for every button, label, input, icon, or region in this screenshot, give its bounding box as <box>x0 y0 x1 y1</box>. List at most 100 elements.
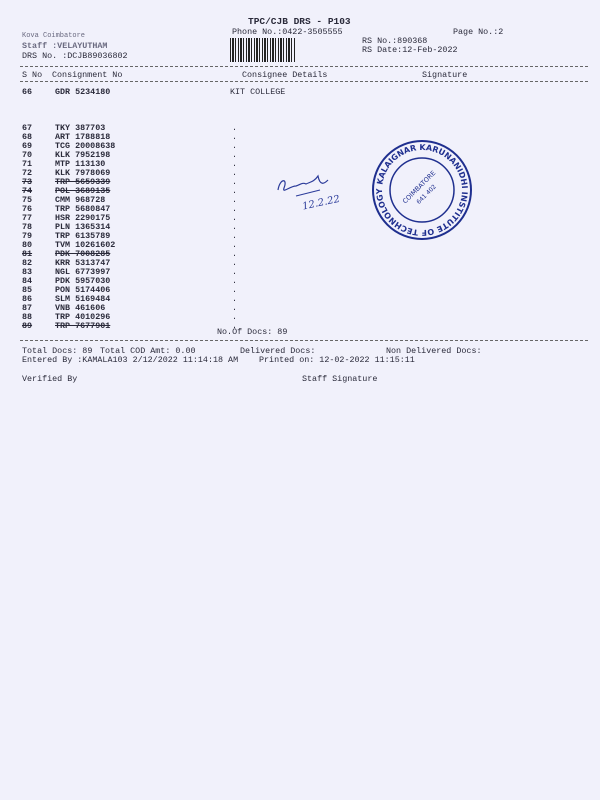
delivered-docs: Delivered Docs: <box>240 346 316 356</box>
col-sno: S No <box>22 70 43 80</box>
row-marker: . <box>232 150 238 160</box>
row-consignment: KLK 7952198 <box>55 150 111 160</box>
row-consignment: SLM 5169484 <box>55 294 111 304</box>
row-sno: 84 <box>22 276 33 286</box>
row-consignment: TKY 387703 <box>55 123 106 133</box>
row-sno: 89 <box>22 321 33 331</box>
verified-by: Verified By <box>22 374 78 384</box>
row-sno: 72 <box>22 168 33 178</box>
row-sno: 79 <box>22 231 33 241</box>
row-consignment: PON 5174406 <box>55 285 111 295</box>
first-row-consignment: GDR 5234180 <box>55 87 111 97</box>
staff-signature: Staff Signature <box>302 374 378 384</box>
table-row: 87 VNB 461606. <box>0 303 300 313</box>
row-marker: . <box>232 321 238 331</box>
row-marker: . <box>232 186 238 196</box>
row-consignment: TRP 7677901 <box>55 321 111 331</box>
row-marker: . <box>232 204 238 214</box>
rs-date: RS Date:12-Feb-2022 <box>362 45 458 55</box>
row-consignment: PLN 1365314 <box>55 222 111 232</box>
row-marker: . <box>232 303 238 313</box>
row-consignment: PDK 7008285 <box>55 249 111 259</box>
row-marker: . <box>232 240 238 250</box>
document-title: TPC/CJB DRS - P103 <box>248 16 351 27</box>
divider <box>20 340 588 341</box>
row-consignment: PDK 5957030 <box>55 276 111 286</box>
row-sno: 83 <box>22 267 33 277</box>
row-consignment: HSR 2290175 <box>55 213 111 223</box>
row-marker: . <box>232 312 238 322</box>
phone-number: Phone No.:0422-3505555 <box>232 27 343 37</box>
row-marker: . <box>232 177 238 187</box>
first-row-sno: 66 <box>22 87 33 97</box>
total-docs: Total Docs: 89 <box>22 346 93 356</box>
row-sno: 86 <box>22 294 33 304</box>
row-consignment: POL 3689135 <box>55 186 111 196</box>
divider <box>20 81 588 82</box>
row-marker: . <box>232 222 238 232</box>
signature-date: 12.2.22 <box>301 194 341 213</box>
row-consignment: CMM 968728 <box>55 195 106 205</box>
row-sno: 74 <box>22 186 33 196</box>
row-consignment: VNB 461606 <box>55 303 106 313</box>
branch-line: Kova Coimbatore <box>22 32 86 40</box>
entered-by: Entered By :KAMALA103 2/12/2022 11:14:18… <box>22 355 239 365</box>
table-row: 83 NGL 6773997. <box>0 267 300 277</box>
row-marker: . <box>232 294 238 304</box>
table-row: 68 ART 1788818. <box>0 132 300 142</box>
row-sno: 71 <box>22 159 33 169</box>
table-row: 74 POL 3689135. <box>0 186 300 196</box>
row-sno: 87 <box>22 303 33 313</box>
row-sno: 80 <box>22 240 33 250</box>
divider <box>20 66 588 67</box>
row-marker: . <box>232 132 238 142</box>
row-sno: 70 <box>22 150 33 160</box>
row-sno: 77 <box>22 213 33 223</box>
row-sno: 69 <box>22 141 33 151</box>
row-consignment: TRP 5680847 <box>55 204 111 214</box>
row-marker: . <box>232 195 238 205</box>
col-consignment: Consignment No <box>52 70 123 80</box>
row-sno: 67 <box>22 123 33 133</box>
col-signature: Signature <box>422 70 468 80</box>
row-marker: . <box>232 267 238 277</box>
row-consignment: TRP 6135789 <box>55 231 111 241</box>
rs-number: RS No.:890368 <box>362 36 428 46</box>
staff-name: Staff :VELAYUTHAM <box>22 41 108 51</box>
first-row-consignee: KIT COLLEGE <box>230 87 286 97</box>
table-row: 75 CMM 968728. <box>0 195 300 205</box>
row-consignment: TRP 4010296 <box>55 312 111 322</box>
row-consignment: ART 1788818 <box>55 132 111 142</box>
col-consignee: Consignee Details <box>242 70 328 80</box>
row-consignment: KRR 5313747 <box>55 258 111 268</box>
table-row: 73 TRP 5659339. <box>0 177 300 187</box>
no-of-docs: No.Of Docs: 89 <box>217 327 288 337</box>
printed-on: Printed on: 12-02-2022 11:15:11 <box>259 355 415 365</box>
table-row: 86 SLM 5169484. <box>0 294 300 304</box>
row-marker: . <box>232 141 238 151</box>
row-marker: . <box>232 123 238 133</box>
row-sno: 73 <box>22 177 33 187</box>
row-marker: . <box>232 249 238 259</box>
row-marker: . <box>232 276 238 286</box>
handwritten-signature: 12.2.22 <box>277 174 341 213</box>
row-sno: 75 <box>22 195 33 205</box>
table-row: 89 TRP 7677901. <box>0 321 300 331</box>
row-marker: . <box>232 168 238 178</box>
row-marker: . <box>232 231 238 241</box>
table-row: 70 KLK 7952198. <box>0 150 300 160</box>
row-marker: . <box>232 285 238 295</box>
non-delivered-docs: Non Delivered Docs: <box>386 346 482 356</box>
row-consignment: TRP 5659339 <box>55 177 111 187</box>
row-sno: 68 <box>22 132 33 142</box>
row-consignment: NGL 6773997 <box>55 267 111 277</box>
row-sno: 82 <box>22 258 33 268</box>
